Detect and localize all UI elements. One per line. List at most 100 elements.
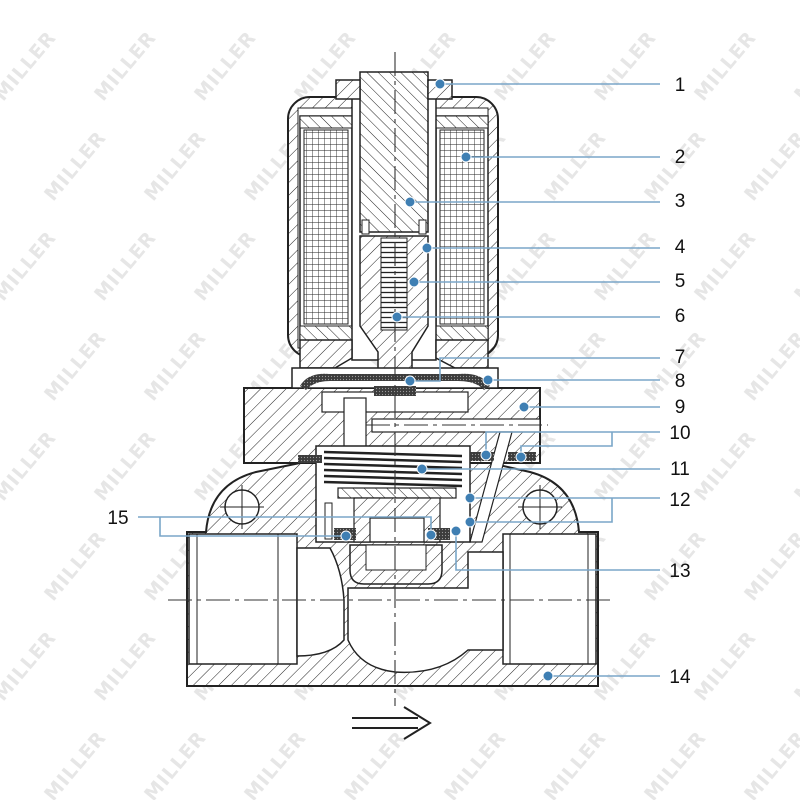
callout-label: 15 bbox=[107, 508, 128, 529]
callout-label: 10 bbox=[669, 423, 690, 444]
callout-label: 12 bbox=[669, 490, 690, 511]
watermark-text: MILLER bbox=[590, 27, 661, 105]
callout-10: 10 bbox=[480, 423, 691, 463]
callout-6: 6 bbox=[391, 306, 686, 327]
retaining-clip bbox=[361, 219, 370, 235]
bobbin-flange bbox=[435, 115, 489, 129]
watermark-text: MILLER bbox=[90, 627, 161, 705]
watermark-text: MILLER bbox=[90, 427, 161, 505]
piston-cup bbox=[353, 497, 441, 543]
watermark-text: MILLER bbox=[690, 427, 761, 505]
watermark-text: MILLER bbox=[490, 27, 561, 105]
callout-1: 1 bbox=[434, 75, 686, 96]
watermark-text: MILLER bbox=[740, 127, 800, 205]
callout-dot bbox=[408, 276, 420, 288]
watermark-text: MILLER bbox=[440, 727, 511, 800]
callout-label: 7 bbox=[675, 347, 686, 368]
callout-12: 12 bbox=[464, 490, 691, 528]
callout-label: 1 bbox=[675, 75, 686, 96]
watermark-text: MILLER bbox=[40, 527, 111, 605]
callout-label: 5 bbox=[675, 271, 686, 292]
mounting-foot-left bbox=[299, 339, 353, 369]
callout-dot bbox=[464, 516, 476, 528]
watermark-text: MILLER bbox=[140, 727, 211, 800]
callout-label: 3 bbox=[675, 191, 686, 212]
watermark-text: MILLER bbox=[790, 227, 800, 305]
watermark-text: MILLER bbox=[540, 127, 611, 205]
callout-label: 6 bbox=[675, 306, 686, 327]
callout-dot bbox=[518, 401, 530, 413]
mounting-foot-right bbox=[435, 339, 489, 369]
callout-label: 9 bbox=[675, 397, 686, 418]
watermark-text: MILLER bbox=[590, 627, 661, 705]
callout-label: 14 bbox=[669, 667, 691, 688]
body-seal-left bbox=[298, 455, 322, 463]
flow-arrow bbox=[352, 706, 432, 740]
callout-label: 13 bbox=[669, 561, 690, 582]
watermark-text: MILLER bbox=[640, 727, 711, 800]
callout-dot bbox=[391, 311, 403, 323]
watermark-text: MILLER bbox=[0, 27, 61, 105]
callout-label: 2 bbox=[675, 147, 686, 168]
callout-3: 3 bbox=[404, 191, 686, 212]
watermark-text: MILLER bbox=[40, 127, 111, 205]
callout-15: 15 bbox=[107, 508, 437, 542]
leader-line bbox=[138, 516, 432, 537]
callout-11: 11 bbox=[416, 459, 690, 480]
bolt-left bbox=[220, 485, 264, 529]
watermark-text: MILLER bbox=[40, 727, 111, 800]
callout-dot bbox=[425, 529, 437, 541]
callout-dot bbox=[515, 451, 527, 463]
coil-winding-right bbox=[439, 129, 485, 325]
callout-7: 7 bbox=[404, 347, 686, 387]
callout-dot bbox=[404, 196, 416, 208]
solenoid bbox=[287, 71, 499, 396]
bobbin-flange bbox=[435, 325, 489, 341]
bleed-bore bbox=[343, 397, 367, 451]
outlet-port bbox=[502, 533, 597, 665]
watermark-text: MILLER bbox=[0, 627, 61, 705]
watermark-text: MILLER bbox=[740, 327, 800, 405]
callout-dot bbox=[434, 78, 446, 90]
outlet-chamber bbox=[347, 551, 504, 674]
watermark-text: MILLER bbox=[140, 127, 211, 205]
leader-line bbox=[410, 357, 660, 382]
watermark-text: MILLER bbox=[40, 327, 111, 405]
watermark-text: MILLER bbox=[490, 227, 561, 305]
watermark-text: MILLER bbox=[790, 627, 800, 705]
piston-pin bbox=[324, 502, 333, 540]
callout-dot bbox=[480, 449, 492, 461]
watermark-text: MILLER bbox=[140, 327, 211, 405]
fixed-core bbox=[359, 71, 429, 233]
watermark-text: MILLER bbox=[740, 527, 800, 605]
watermark-text: MILLER bbox=[790, 427, 800, 505]
piston-plate bbox=[337, 487, 457, 499]
watermark-text: MILLER bbox=[590, 427, 661, 505]
callout-dot bbox=[404, 375, 416, 387]
top-nut-left bbox=[335, 79, 361, 100]
coil-winding-left bbox=[303, 129, 349, 325]
callout-dot bbox=[542, 670, 554, 682]
callout-dot bbox=[421, 242, 433, 254]
diaphragm bbox=[300, 373, 490, 390]
watermark-text: MILLER bbox=[0, 427, 61, 505]
callout-label: 11 bbox=[670, 459, 690, 480]
callout-4: 4 bbox=[421, 237, 686, 258]
callout-dot bbox=[464, 492, 476, 504]
watermark-text: MILLER bbox=[0, 227, 61, 305]
callout-13: 13 bbox=[450, 525, 691, 582]
watermark-text: MILLER bbox=[240, 727, 311, 800]
leader-line bbox=[455, 531, 660, 571]
watermark-text: MILLER bbox=[340, 727, 411, 800]
bobbin-flange bbox=[299, 115, 353, 129]
callout-14: 14 bbox=[542, 667, 691, 688]
callout-dot bbox=[482, 374, 494, 386]
watermark-text: MILLER bbox=[90, 227, 161, 305]
watermark-text: MILLER bbox=[90, 27, 161, 105]
plunger-seal bbox=[374, 386, 416, 396]
retaining-clip bbox=[418, 219, 427, 235]
valve-seat-bore bbox=[365, 544, 427, 571]
watermark-text: MILLER bbox=[190, 227, 261, 305]
